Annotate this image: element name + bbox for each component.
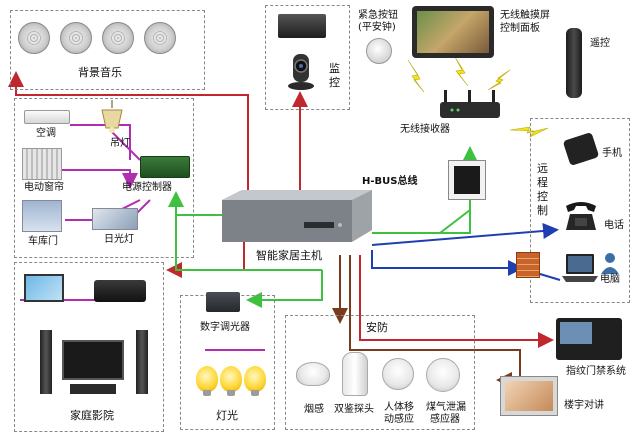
theater-group [14,262,164,432]
wireless-router-icon [440,90,500,120]
label-phone: 手机 [602,148,622,159]
light-bulb-icon [196,366,218,396]
line-hbus-panel [439,209,471,234]
power-controller-icon [140,156,190,178]
label-smoke: 烟感 [304,404,324,415]
chandelier-icon [98,100,126,134]
dimmer-icon [206,292,240,312]
screen-icon [24,274,64,302]
label-garage-door: 车库门 [28,236,58,247]
line-dimmer-h [175,215,322,271]
label-main-host: 智能家居主机 [256,249,322,262]
label-dual-probe: 双鉴探头 [334,404,374,415]
label-telephone: 电话 [604,220,624,231]
label-gas-2: 感应器 [430,414,460,425]
label-curtain: 电动窗帘 [24,182,64,193]
speaker-tower-left-icon [40,330,52,394]
line-curtain [60,169,138,189]
user-icon [600,252,620,274]
label-chandelier: 吊灯 [110,138,130,149]
intercom-icon [500,376,558,416]
light-bulb-icon [220,366,242,396]
speaker-icon [102,22,134,54]
label-wireless-receiver: 无线接收器 [400,124,450,135]
hbus-panel-icon [448,160,486,200]
label-air-conditioner: 空调 [36,128,56,139]
motion-sensor-icon [382,358,414,390]
air-conditioner-icon [24,110,70,124]
line-fingerprint [359,255,554,348]
label-home-theater: 家庭影院 [70,409,114,422]
dvr-icon [278,14,326,38]
garage-door-icon [22,200,62,232]
lightning-remote [487,69,511,91]
label-intercom: 楼宇对讲 [564,400,604,411]
label-hbus: H-BUS总线 [362,176,418,187]
camera-icon [284,50,318,90]
label-emergency-button: 紧急按钮 [358,10,398,21]
label-fingerprint: 指纹门禁系统 [566,366,626,377]
label-lighting: 灯光 [216,409,238,422]
label-body-motion-1: 人体移 [384,402,414,413]
speaker-icon [60,22,92,54]
emergency-button-icon [366,38,392,64]
telephone-icon [564,200,598,232]
lightning-touchscreen [454,56,469,87]
tablet-icon [412,6,494,58]
fluorescent-icon [92,208,138,230]
label-emergency-button-sub: (平安钟) [358,22,396,33]
label-control-panel: 控制面板 [500,23,540,34]
label-computer: 电脑 [600,274,620,285]
music-group [10,10,205,90]
laptop-icon [562,254,598,284]
speaker-icon [18,22,50,54]
av-receiver-icon [70,384,116,394]
label-background-music: 背景音乐 [78,66,122,79]
label-monitoring: 监控 [329,62,340,89]
projector-icon [94,280,146,302]
line-music [8,71,249,195]
firewall-icon [516,252,540,278]
speaker-icon [144,22,176,54]
label-dimmer: 数字调光器 [200,322,250,333]
label-gas-1: 煤气泄漏 [426,402,466,413]
light-bulb-icon [244,366,266,396]
fingerprint-reader-icon [556,318,622,360]
line-ac [70,124,131,160]
dual-probe-icon [342,352,368,396]
lightning-emergency [407,59,425,93]
remote-group [530,118,630,303]
label-power-controller: 电源控制器 [122,182,172,193]
label-security: 安防 [366,321,388,334]
line-chandelier [109,129,141,161]
host-box-icon [222,190,372,242]
curtain-icon [22,148,62,180]
gas-sensor-icon [426,358,460,392]
speaker-tower-right-icon [136,330,148,394]
line-phone [371,223,559,246]
label-body-motion-2: 动感应 [384,414,414,425]
remote-icon [566,28,582,98]
security-group [285,315,475,430]
appliance-group [14,98,194,258]
label-wireless-touchscreen: 无线触摸屏 [500,10,550,21]
tv-icon [62,340,124,380]
label-fluorescent: 日光灯 [104,234,134,245]
smoke-detector-icon [296,362,330,386]
label-remote-control: 远程控制 [537,162,548,217]
label-remote: 遥控 [590,38,610,49]
monitor-group [265,5,350,110]
line-computer [371,250,524,276]
